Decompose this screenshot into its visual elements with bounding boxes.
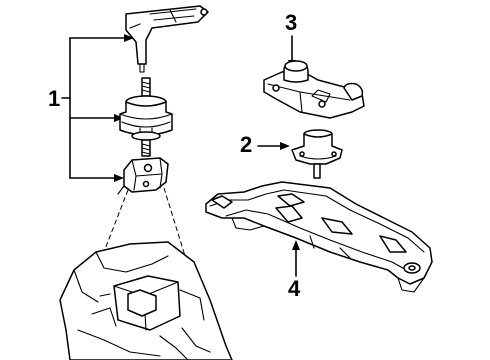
callout-1-group: 1 bbox=[48, 34, 134, 182]
transmission-mount-bracket bbox=[263, 60, 365, 119]
upper-mount-bracket bbox=[125, 5, 209, 73]
callout-3-label: 3 bbox=[285, 10, 297, 35]
transmission-crossmember bbox=[205, 181, 433, 293]
callout-1-label: 1 bbox=[48, 86, 60, 111]
frame-mount-plate bbox=[117, 157, 169, 195]
engine-block-view bbox=[59, 241, 233, 360]
callout-2-label: 2 bbox=[240, 132, 252, 157]
engine-mount-insulator bbox=[119, 95, 173, 141]
callout-4-group: 4 bbox=[288, 240, 301, 301]
callout-2-group: 2 bbox=[240, 132, 290, 157]
mount-lower-stud bbox=[141, 139, 151, 157]
mount-upper-stud bbox=[141, 77, 151, 97]
transmission-mount-insulator bbox=[291, 129, 343, 179]
callout-4-label: 4 bbox=[288, 276, 301, 301]
